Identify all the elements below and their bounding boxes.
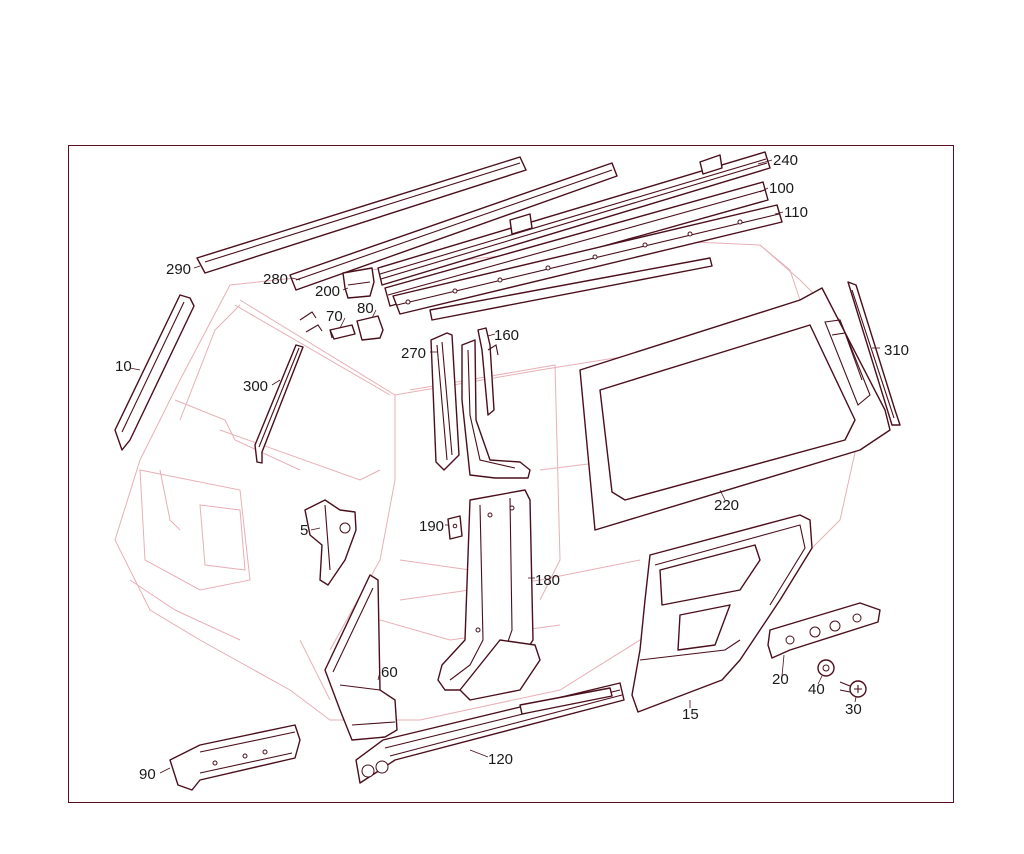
- part-120-sill: [355, 682, 625, 784]
- callout-20: 20: [772, 671, 789, 688]
- part-30-screw: [839, 680, 867, 698]
- part-10-a-pillar: [114, 294, 195, 451]
- part-20-tail-plate: [767, 602, 881, 659]
- callout-40: 40: [808, 681, 825, 698]
- part-5-bracket: [304, 499, 357, 586]
- callout-5: 5: [300, 522, 308, 539]
- part-220-side-panel: [579, 287, 891, 531]
- part-60-inner-pillar: [324, 574, 398, 741]
- callout-190: 190: [419, 518, 444, 535]
- callout-70: 70: [326, 308, 343, 325]
- part-200-bracket: [342, 267, 375, 299]
- part-300-pillar: [254, 344, 304, 464]
- callout-120: 120: [488, 751, 513, 768]
- part-80-bracket: [356, 315, 384, 341]
- part-300-tabs: [299, 311, 323, 333]
- part-trim-strip: [429, 257, 713, 321]
- part-15-quarter-panel: [631, 514, 813, 713]
- callout-110: 110: [784, 204, 808, 221]
- part-110-side-rail: [392, 204, 783, 315]
- callout-240: 240: [773, 152, 798, 169]
- callout-60: 60: [381, 664, 398, 681]
- callout-90: 90: [139, 766, 156, 783]
- callout-200: 200: [315, 283, 340, 300]
- part-290-front-roof-rail: [196, 156, 527, 274]
- callout-310: 310: [884, 342, 909, 359]
- callout-labels: 290 280 240 100 110 200 80 70 10 300 270…: [115, 152, 909, 783]
- callout-80: 80: [357, 300, 374, 317]
- callout-290: 290: [166, 261, 191, 278]
- part-280-roof-rail: [289, 162, 618, 291]
- callout-180: 180: [535, 572, 560, 589]
- callout-280: 280: [263, 271, 288, 288]
- part-40-grommet: [817, 659, 835, 677]
- leader-lines: [129, 159, 880, 774]
- diagram-frame: [68, 145, 954, 803]
- callout-270: 270: [401, 345, 426, 362]
- part-190-plate: [447, 515, 463, 540]
- callout-300: 300: [243, 378, 268, 395]
- part-270-pillar: [430, 332, 460, 471]
- callout-100: 100: [769, 180, 794, 197]
- callout-160: 160: [494, 327, 519, 344]
- part-310-rear-trim: [847, 281, 901, 426]
- callout-10: 10: [115, 358, 132, 375]
- part-180-center-pillar: [437, 489, 541, 701]
- callout-15: 15: [682, 706, 699, 723]
- part-160-b-pillar: [461, 327, 531, 479]
- part-70-bracket: [329, 324, 356, 340]
- part-90-rocker: [169, 724, 301, 791]
- callout-30: 30: [845, 701, 862, 718]
- vehicle-body-ghost: [114, 239, 861, 721]
- callout-220: 220: [714, 497, 739, 514]
- part-240-upper-rail: [377, 151, 771, 286]
